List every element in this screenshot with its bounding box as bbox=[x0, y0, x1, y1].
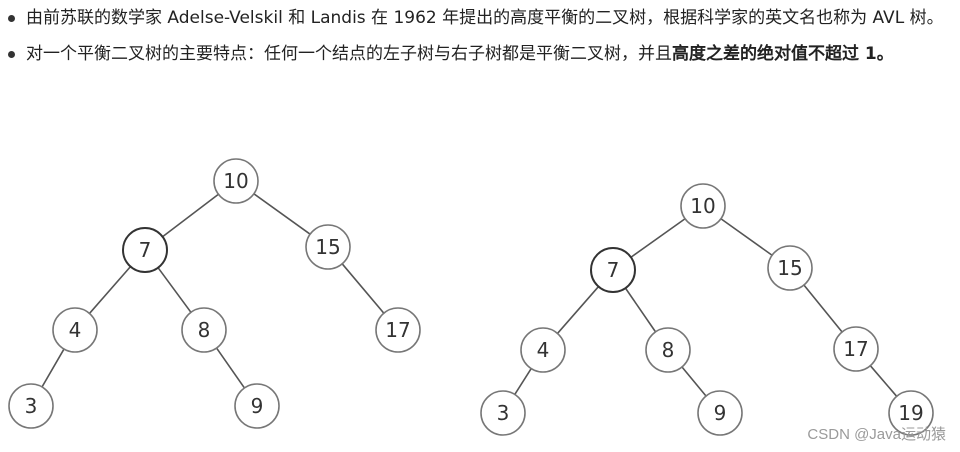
tree-node: 4 bbox=[520, 327, 566, 373]
tree-node-circle bbox=[697, 390, 743, 436]
tree-node-label: 15 bbox=[315, 235, 340, 259]
tree-node-circle bbox=[375, 307, 421, 353]
tree-node: 17 bbox=[833, 326, 879, 372]
tree-node: 7 bbox=[590, 247, 636, 293]
bullet-dot-icon bbox=[8, 15, 15, 22]
tree-node: 17 bbox=[375, 307, 421, 353]
tree-node: 8 bbox=[181, 307, 227, 353]
tree-node: 19 bbox=[888, 390, 934, 436]
tree-edge bbox=[215, 347, 246, 389]
bullet-item-avl-intro: 由前苏联的数学家 Adelse-Velskil 和 Landis 在 1962 … bbox=[8, 3, 953, 33]
tree-node-label: 4 bbox=[69, 318, 82, 342]
tree-node-label: 10 bbox=[223, 169, 248, 193]
tree-node-circle bbox=[767, 245, 813, 291]
tree-node-label: 15 bbox=[777, 256, 802, 280]
tree-edge bbox=[681, 366, 707, 397]
tree-node-label: 4 bbox=[537, 338, 550, 362]
tree-node-circle bbox=[680, 183, 726, 229]
tree-node-circle bbox=[234, 383, 280, 429]
tree-node: 3 bbox=[8, 383, 54, 429]
tree-edge bbox=[630, 218, 686, 258]
tree-node-label: 9 bbox=[251, 394, 264, 418]
tree-node-circle bbox=[305, 224, 351, 270]
tree-node: 15 bbox=[767, 245, 813, 291]
tree-node-circle bbox=[122, 227, 168, 273]
tree-right-edges bbox=[514, 218, 898, 397]
tree-node-label: 7 bbox=[607, 258, 620, 282]
tree-node: 3 bbox=[480, 390, 526, 436]
tree-node-label: 10 bbox=[690, 194, 715, 218]
tree-edge bbox=[162, 193, 219, 238]
tree-node-circle bbox=[8, 383, 54, 429]
tree-node: 9 bbox=[234, 383, 280, 429]
tree-node: 7 bbox=[122, 227, 168, 273]
tree-node-circle bbox=[52, 307, 98, 353]
tree-left: 10 7 15 4 8 17 3 9 bbox=[8, 158, 421, 429]
tree-node-label: 9 bbox=[714, 401, 727, 425]
tree-node-label: 3 bbox=[497, 401, 510, 425]
tree-node: 9 bbox=[697, 390, 743, 436]
tree-edge bbox=[803, 284, 843, 333]
tree-node-label: 19 bbox=[898, 401, 923, 425]
tree-edge bbox=[556, 286, 600, 334]
tree-edge bbox=[624, 287, 657, 333]
tree-node-circle bbox=[480, 390, 526, 436]
tree-node-circle bbox=[888, 390, 934, 436]
watermark: CSDN @Java运动猿 bbox=[807, 426, 946, 443]
tree-edge bbox=[869, 365, 898, 397]
tree-node-circle bbox=[520, 327, 566, 373]
tree-node: 4 bbox=[52, 307, 98, 353]
tree-node-circle bbox=[213, 158, 259, 204]
tree-node-circle bbox=[645, 327, 691, 373]
tree-edge bbox=[253, 193, 311, 235]
tree-node-circle bbox=[833, 326, 879, 372]
tree-node-label: 3 bbox=[25, 394, 38, 418]
tree-edge bbox=[41, 348, 65, 388]
tree-node-label: 7 bbox=[139, 238, 152, 262]
tree-edge bbox=[88, 266, 132, 314]
tree-left-nodes: 10 7 15 4 8 17 3 9 bbox=[8, 158, 421, 429]
tree-node-circle bbox=[590, 247, 636, 293]
tree-node: 15 bbox=[305, 224, 351, 270]
bullet-item-avl-feature: 对一个平衡二叉树的主要特点：任何一个结点的左子树与右子树都是平衡二叉树，并且高度… bbox=[8, 39, 953, 69]
tree-node: 10 bbox=[680, 183, 726, 229]
tree-right: 10 7 15 4 8 17 3 9 19 bbox=[480, 183, 934, 436]
tree-edge bbox=[720, 218, 773, 256]
tree-left-edges bbox=[41, 193, 385, 389]
tree-node-circle bbox=[181, 307, 227, 353]
tree-edge bbox=[514, 368, 532, 395]
tree-edge bbox=[341, 263, 385, 314]
bullet-bold-text: 高度之差的绝对值不超过 1。 bbox=[672, 44, 894, 64]
tree-node: 8 bbox=[645, 327, 691, 373]
tree-node: 10 bbox=[213, 158, 259, 204]
tree-node-label: 8 bbox=[662, 338, 675, 362]
tree-edge bbox=[157, 267, 192, 313]
tree-node-label: 8 bbox=[198, 318, 211, 342]
bullet-text: 由前苏联的数学家 Adelse-Velskil 和 Landis 在 1962 … bbox=[26, 8, 944, 28]
tree-right-nodes: 10 7 15 4 8 17 3 9 19 bbox=[480, 183, 934, 436]
bullet-text: 对一个平衡二叉树的主要特点：任何一个结点的左子树与右子树都是平衡二叉树，并且 bbox=[26, 44, 672, 64]
tree-node-label: 17 bbox=[385, 318, 410, 342]
bullet-list: 由前苏联的数学家 Adelse-Velskil 和 Landis 在 1962 … bbox=[8, 3, 953, 75]
bullet-dot-icon bbox=[8, 51, 15, 58]
tree-node-label: 17 bbox=[843, 337, 868, 361]
